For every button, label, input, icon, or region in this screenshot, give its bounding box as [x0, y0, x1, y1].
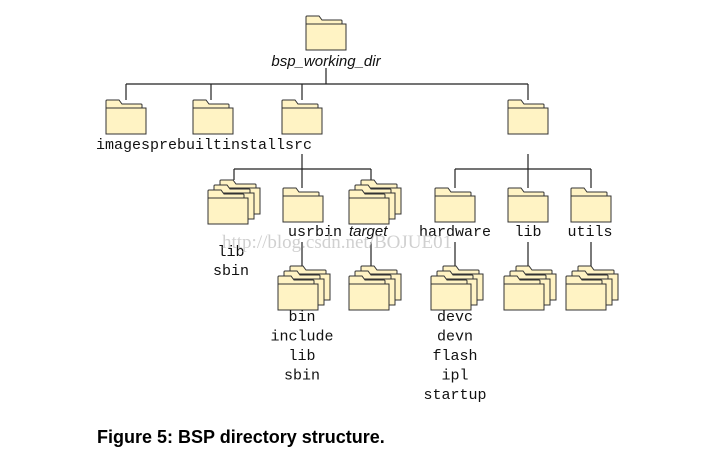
folder-icon — [434, 187, 476, 223]
folder-stack-icon — [348, 265, 402, 311]
folder-icon — [192, 99, 234, 135]
labels: bsp_working_dir images prebuilt install … — [96, 53, 613, 447]
bin-dir-label: bin — [315, 224, 342, 241]
install-dir-label: install — [222, 137, 285, 154]
target-dir-label: target — [349, 223, 388, 240]
prebuilt-dir-label: prebuilt — [150, 137, 222, 154]
hardware-dir-label: hardware — [419, 224, 491, 241]
folder-icon — [570, 187, 612, 223]
folder-stack-icon — [430, 265, 484, 311]
watermark: http://blog.csdn.net/BOJUE01 — [222, 232, 452, 253]
folder-stack-icon — [503, 265, 557, 311]
figure-caption: Figure 5: BSP directory structure. — [97, 427, 385, 447]
folder-icon — [281, 99, 323, 135]
lib-dir-label: lib — [514, 224, 541, 241]
images-dir-label: images — [96, 137, 150, 154]
usr-dir-label: usr — [288, 224, 315, 241]
folder-stack-icon — [277, 265, 331, 311]
folder-icon — [305, 15, 347, 51]
folder-icon — [507, 99, 549, 135]
src-dir-label: src — [285, 137, 312, 154]
folder-stack-icon — [348, 179, 402, 225]
folder-icon — [105, 99, 147, 135]
folder-stack-icon — [207, 179, 261, 225]
folder-icon — [282, 187, 324, 223]
folder-stack-icon — [565, 265, 619, 311]
folder-icon — [507, 187, 549, 223]
utils-dir-label: utils — [567, 224, 612, 241]
root-dir-label: bsp_working_dir — [271, 53, 381, 70]
connector-lines — [125, 68, 592, 266]
